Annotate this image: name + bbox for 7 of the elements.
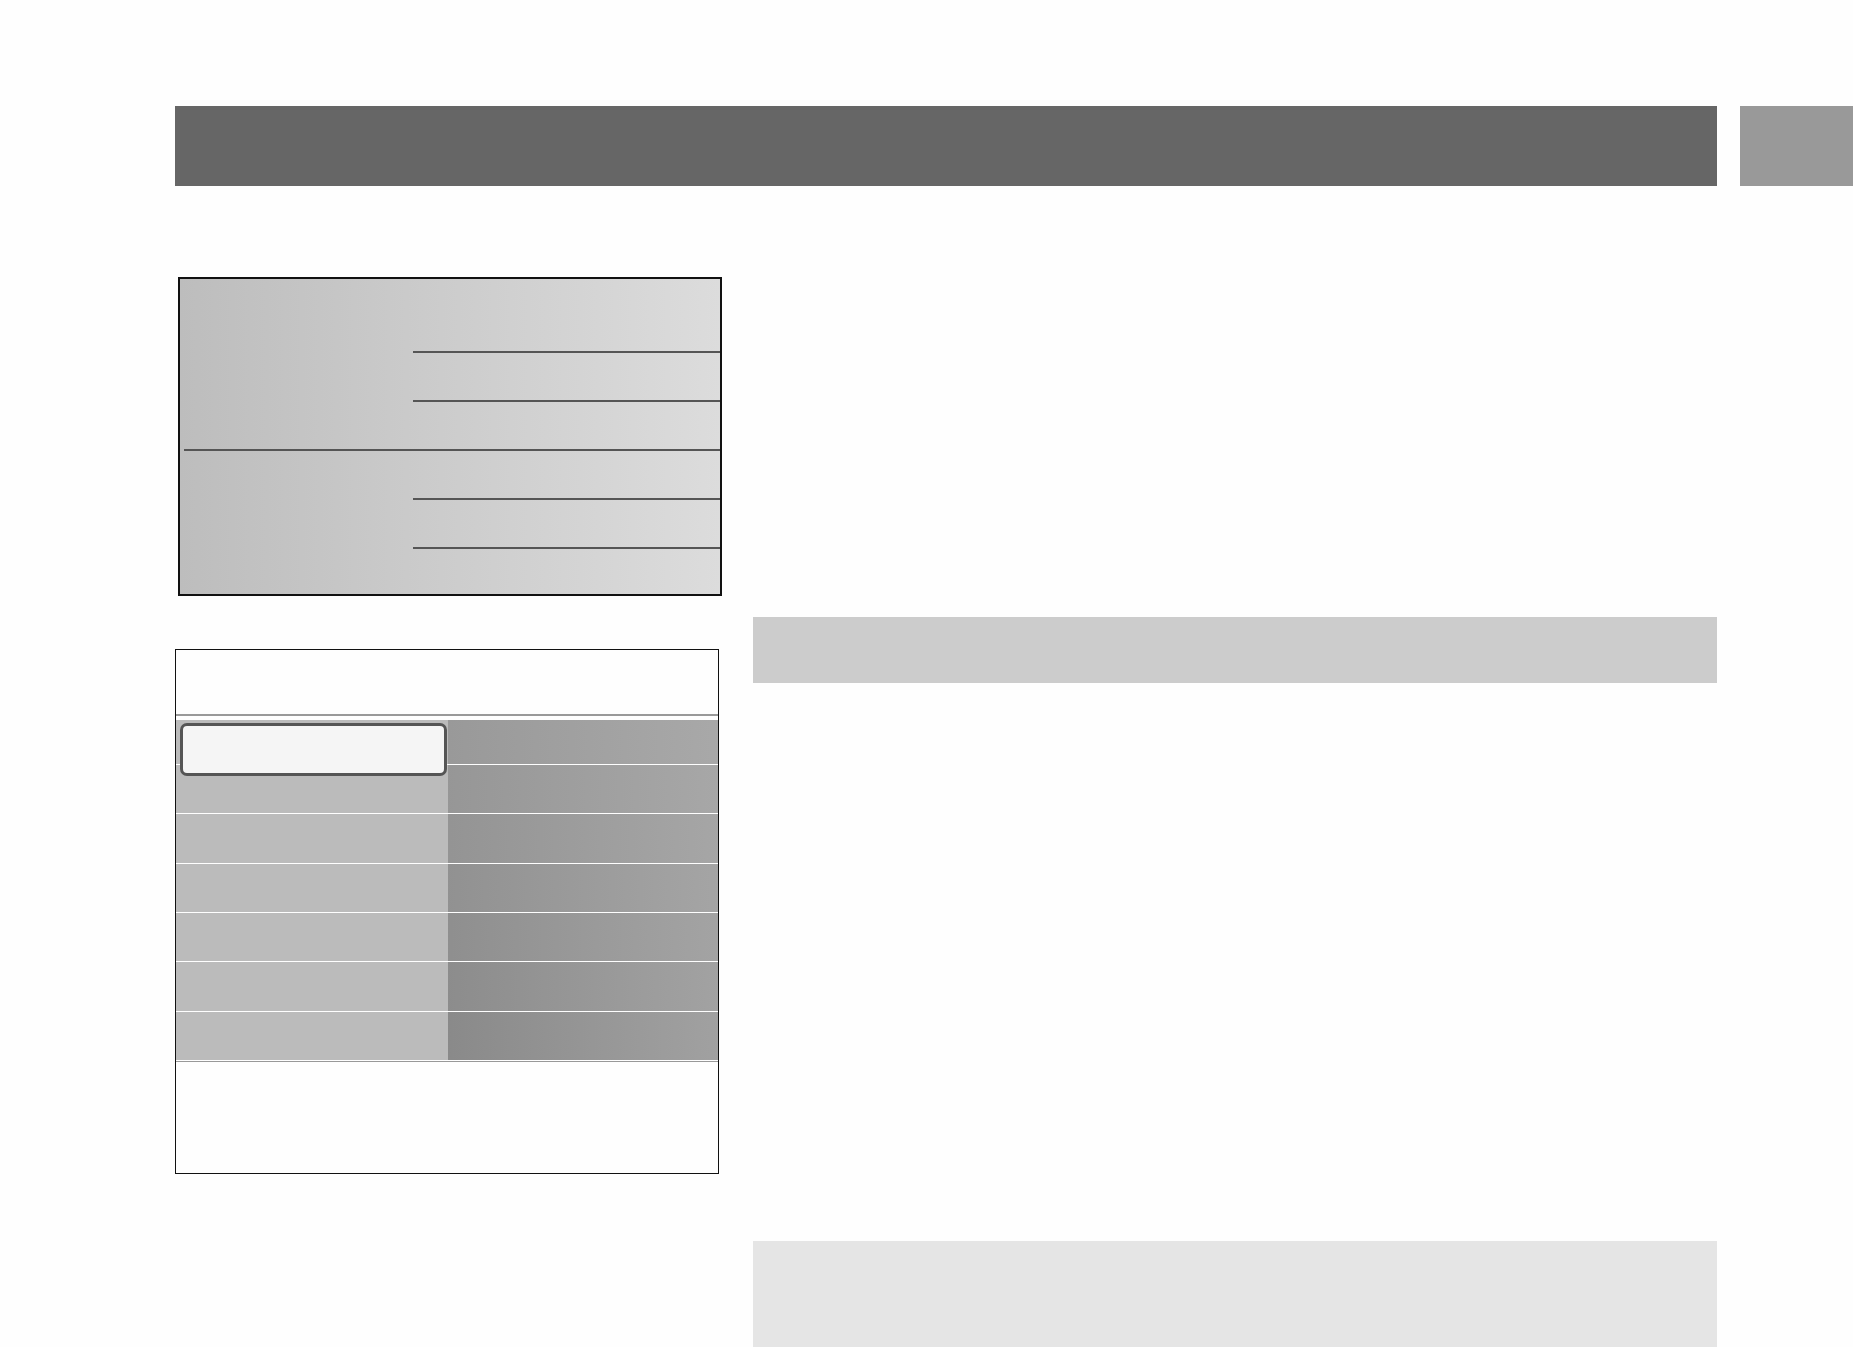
menu-panel: [178, 277, 722, 596]
section-band: [753, 617, 1717, 683]
side-tab: [1740, 106, 1853, 186]
note-band: [753, 1241, 1717, 1347]
selection-highlight: [180, 723, 447, 776]
header-bar: [175, 106, 1717, 186]
menu-table-panel: [175, 649, 719, 1174]
